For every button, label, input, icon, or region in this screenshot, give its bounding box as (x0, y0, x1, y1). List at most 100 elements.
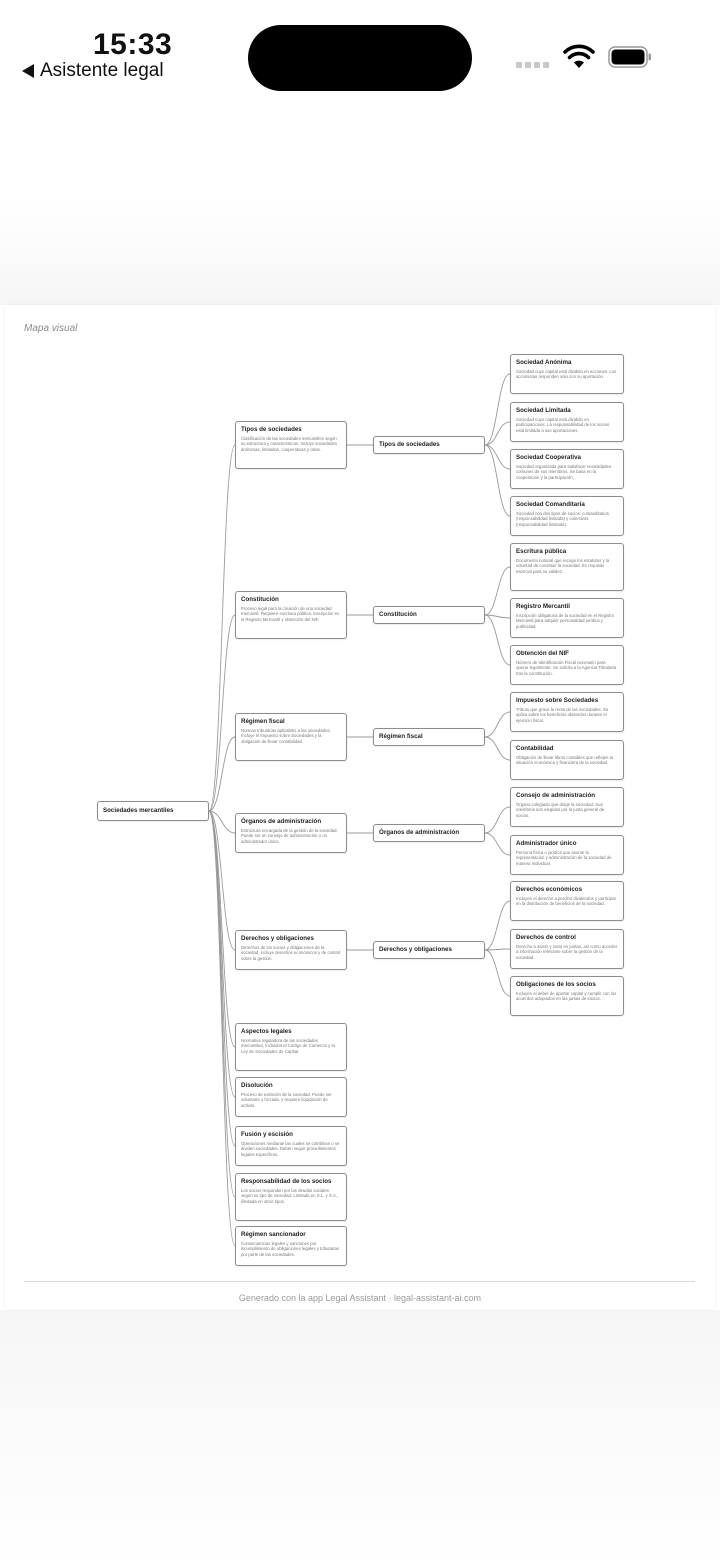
back-label: Asistente legal (40, 60, 164, 81)
node-title: Sociedad Limitada (516, 407, 571, 414)
node-title: Sociedades mercantiles (103, 807, 174, 814)
connector-hub-leaf (484, 614, 511, 619)
hub-node[interactable]: Constitución (373, 606, 485, 624)
connector-root-branch (208, 444, 236, 812)
root-node[interactable]: Sociedades mercantiles (97, 801, 209, 821)
node-title: Administrador único (516, 840, 577, 847)
footer-divider (24, 1281, 695, 1282)
node-description: Tributo que grava la renta de las socied… (516, 707, 609, 723)
connector-hub-leaf (484, 444, 511, 470)
hub-node[interactable]: Tipos de sociedades (373, 436, 485, 454)
back-arrow-icon (22, 64, 34, 78)
node-title: Fusión y escisión (241, 1131, 293, 1138)
wifi-icon (563, 44, 595, 68)
node-description: Incluyen el deber de aportar capital y c… (516, 991, 617, 1002)
node-description: Incluyen el derecho a percibir dividendo… (516, 896, 617, 907)
dynamic-island (248, 25, 472, 91)
node-description: Derechos de los socios y obligaciones de… (241, 945, 341, 961)
connector-hub-leaf (484, 444, 511, 517)
connector-root-branch (208, 736, 236, 812)
node-title: Consejo de administración (516, 792, 596, 799)
node-title: Constitución (241, 596, 279, 603)
node-title: Sociedad Anónima (516, 359, 572, 366)
node-title: Derechos y obligaciones (379, 946, 452, 953)
connector-hub-leaf (484, 806, 511, 834)
connector-root-branch (208, 810, 236, 1147)
hub-node[interactable]: Régimen fiscal (373, 728, 485, 746)
node-title: Tipos de sociedades (379, 441, 440, 448)
node-description: Sociedad cuyo capital está dividido en a… (516, 369, 617, 380)
node-description: Documento notarial que recoge los estatu… (516, 558, 610, 574)
status-bar: 15:33 Asistente legal (0, 0, 720, 100)
node-description: Obligación de llevar libros contables qu… (516, 755, 613, 766)
connector-root-branch (208, 810, 236, 1098)
node-description: Sociedad cuyo capital está dividido en p… (516, 417, 610, 433)
node-description: Proceso legal para la creación de una so… (241, 606, 340, 622)
hub-node[interactable]: Derechos y obligaciones (373, 941, 485, 959)
connector-root-branch (208, 810, 236, 1247)
node-description: Persona física o jurídica que asume la r… (516, 850, 612, 866)
node-title: Aspectos legales (241, 1028, 292, 1035)
connector-hub-leaf (484, 614, 511, 666)
node-title: Sociedad Cooperativa (516, 454, 581, 461)
node-title: Derechos económicos (516, 886, 583, 893)
clock: 15:33 (93, 28, 173, 61)
node-description: Proceso de extinción de la sociedad. Pue… (241, 1092, 332, 1108)
connector-hub-leaf (484, 832, 511, 856)
node-description: Órgano colegiado que dirige la sociedad.… (516, 802, 605, 818)
node-description: Sociedad organizada para satisfacer nece… (516, 464, 612, 480)
connector-hub-leaf (484, 373, 511, 446)
node-description: Derecho a asistir y votar en juntas, así… (516, 944, 618, 960)
node-description: Normas tributarias aplicables a las soci… (241, 728, 331, 744)
connector-hub-leaf (484, 948, 511, 951)
background-gradient-bottom (0, 1310, 720, 1565)
node-title: Obtención del NIF (516, 650, 569, 657)
node-title: Tipos de sociedades (241, 426, 302, 433)
connector-hub-leaf (484, 949, 511, 997)
connector-hub-leaf (484, 736, 511, 761)
node-title: Contabilidad (516, 745, 554, 752)
node-title: Obligaciones de los socios (516, 981, 596, 988)
node-title: Escritura pública (516, 548, 567, 555)
node-description: Consecuencias legales y sanciones por in… (241, 1241, 339, 1257)
node-description: Clasificación de las sociedades mercanti… (241, 436, 338, 452)
connector-hub-leaf (484, 421, 511, 446)
node-title: Registro Mercantil (516, 603, 570, 610)
connector-hub-leaf (484, 711, 511, 738)
hub-node[interactable]: Órganos de administración (373, 824, 485, 842)
connector-hub-leaf (484, 566, 511, 616)
node-description: Estructura encargada de la gestión de la… (241, 828, 338, 844)
node-title: Disolución (241, 1082, 273, 1089)
node-title: Derechos y obligaciones (241, 935, 314, 942)
back-button[interactable]: Asistente legal (22, 60, 164, 82)
card-footer: Generado con la app Legal Assistant · le… (238, 1293, 482, 1303)
mind-map: Sociedades mercantiles Tipos de sociedade… (5, 305, 715, 1309)
node-title: Órganos de administración (379, 829, 460, 836)
node-title: Responsabilidad de los socios (241, 1178, 332, 1185)
connector-root-branch (208, 810, 236, 1198)
